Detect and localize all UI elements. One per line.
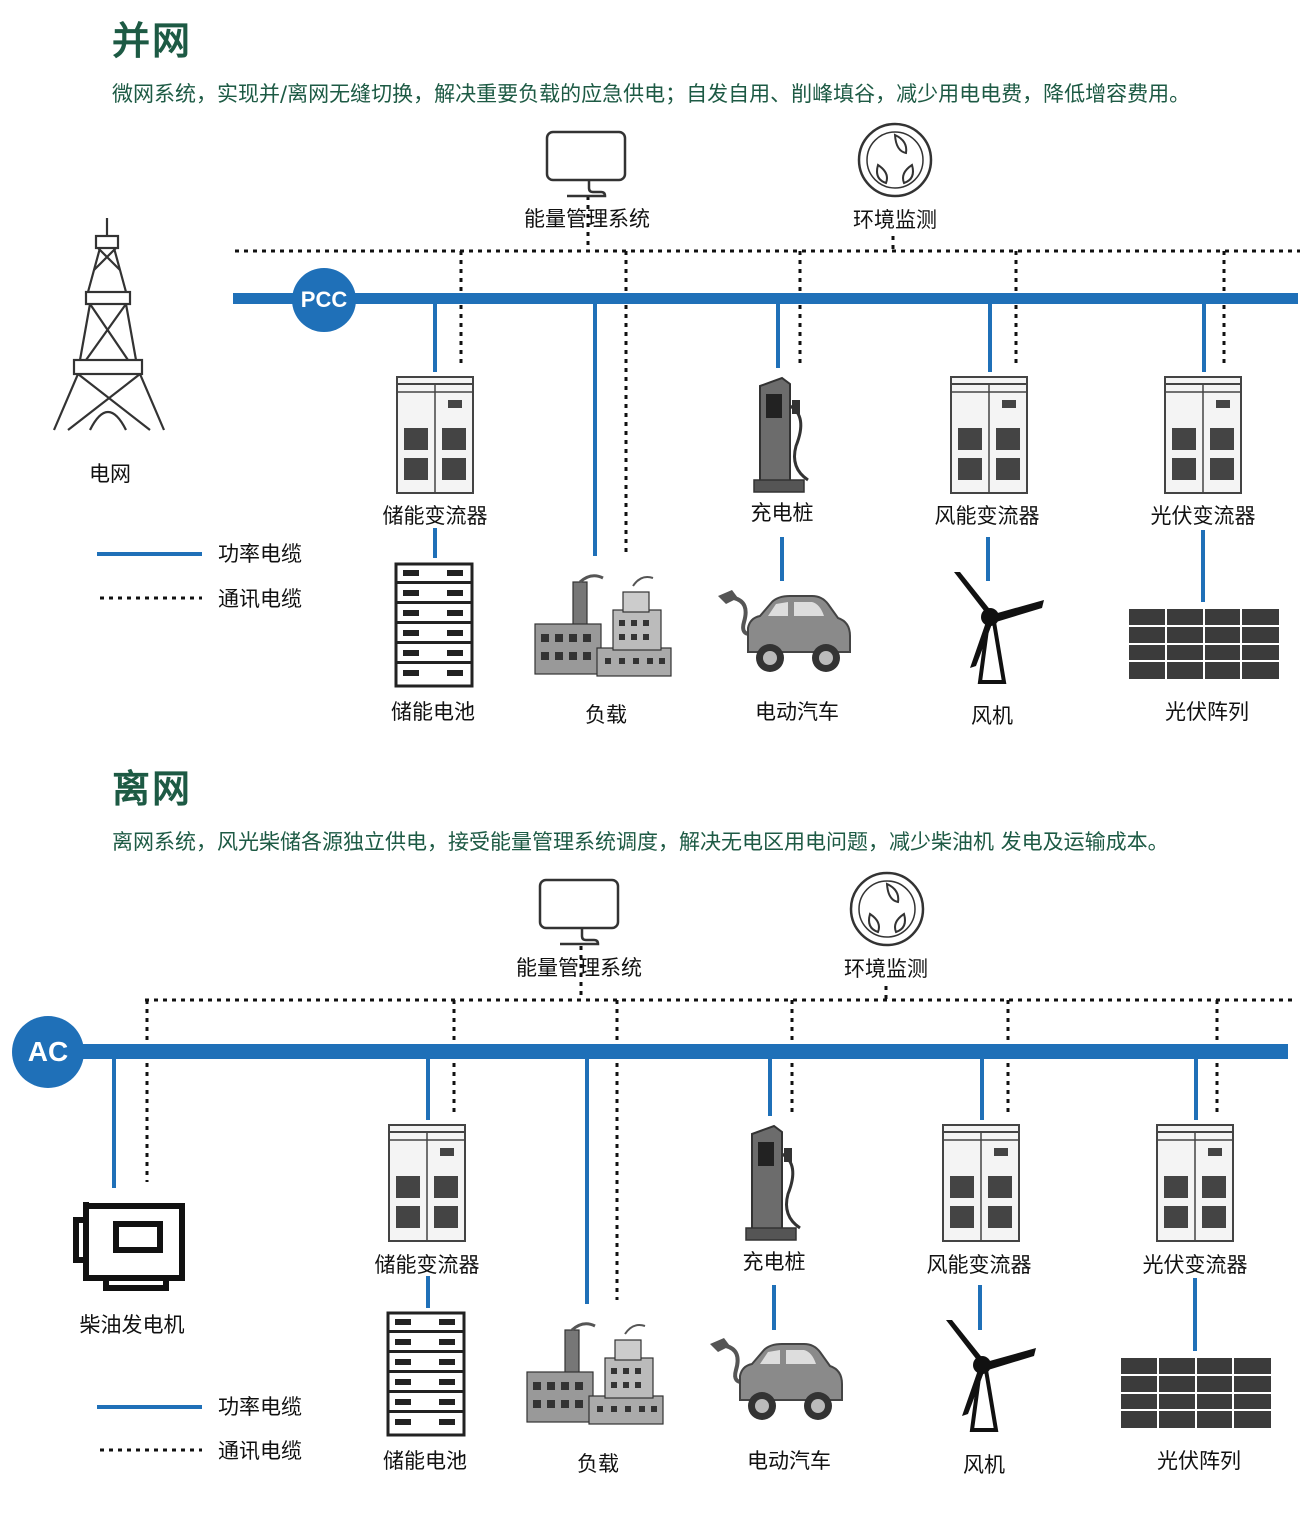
storage-pcs-icon [388, 1124, 466, 1242]
storage-pcs-icon [396, 376, 474, 494]
island-section-title: 离网 [112, 767, 193, 811]
grid-pv-array-label: 光伏阵列 [1165, 700, 1249, 724]
grid-pv-pcs-label: 光伏变流器 [1150, 504, 1256, 528]
grid-tower-label: 电网 [89, 462, 131, 486]
wind-turbine-icon [954, 572, 1044, 684]
pv-array-icon [1129, 609, 1279, 679]
grid-turbine-label: 风机 [971, 704, 1013, 728]
grid-ev-label: 电动汽车 [755, 700, 839, 724]
island-legend-comm: 通讯电缆 [218, 1439, 302, 1463]
electric-car-icon [710, 1338, 843, 1420]
island-load-label: 负载 [577, 1452, 619, 1476]
charging-pile-icon [745, 1124, 801, 1241]
island-ev-label: 电动汽车 [747, 1449, 831, 1473]
island-genset-label: 柴油发电机 [79, 1313, 185, 1337]
island-ems-label: 能量管理系统 [516, 956, 642, 980]
factory-icon [534, 574, 672, 677]
environment-icon [857, 122, 933, 198]
grid-legend-power: 功率电缆 [218, 542, 302, 566]
island-legend-power: 功率电缆 [218, 1395, 302, 1419]
grid-section-description: 微网系统，实现并/离网无缝切换，解决重要负载的应急供电；自发自用、削峰填谷，减少… [112, 82, 1191, 106]
wind-pcs-icon [950, 376, 1028, 494]
ac-badge: AC [12, 1016, 84, 1088]
battery-rack-icon [386, 1311, 466, 1437]
wind-turbine-icon [946, 1320, 1036, 1432]
diesel-generator-icon [73, 1202, 185, 1291]
environment-icon [849, 871, 925, 947]
island-wind-pcs-label: 风能变流器 [926, 1253, 1032, 1277]
grid-storage-pcs-label: 储能变流器 [382, 504, 488, 528]
monitor-icon [545, 130, 627, 198]
island-storage-pcs-label: 储能变流器 [374, 1253, 480, 1277]
grid-ems-label: 能量管理系统 [524, 207, 650, 231]
island-charger-label: 充电桩 [742, 1250, 806, 1274]
island-turbine-label: 风机 [963, 1453, 1005, 1477]
grid-battery-label: 储能电池 [391, 700, 475, 724]
island-env-label: 环境监测 [844, 957, 928, 981]
battery-rack-icon [394, 562, 474, 688]
power-tower-icon [52, 218, 166, 431]
pcc-badge: PCC [292, 268, 356, 332]
grid-wiring [97, 196, 1300, 602]
island-battery-label: 储能电池 [383, 1449, 467, 1473]
monitor-icon [538, 878, 620, 946]
grid-env-label: 环境监测 [853, 208, 937, 232]
wind-pcs-icon [942, 1124, 1020, 1242]
grid-legend-comm: 通讯电缆 [218, 587, 302, 611]
factory-icon [526, 1322, 664, 1425]
electric-car-icon [718, 590, 851, 672]
grid-charger-label: 充电桩 [750, 501, 814, 525]
grid-load-label: 负载 [585, 703, 627, 727]
grid-section-title: 并网 [112, 19, 193, 63]
pv-array-icon [1121, 1358, 1271, 1428]
pv-pcs-icon [1156, 1124, 1234, 1242]
island-section-description: 离网系统，风光柴储各源独立供电，接受能量管理系统调度，解决无电区用电问题，减少柴… [112, 830, 1169, 854]
pv-pcs-icon [1164, 376, 1242, 494]
charging-pile-icon [753, 376, 809, 493]
island-pv-pcs-label: 光伏变流器 [1142, 1253, 1248, 1277]
grid-wind-pcs-label: 风能变流器 [934, 504, 1040, 528]
island-pv-array-label: 光伏阵列 [1157, 1449, 1241, 1473]
island-wiring [80, 946, 1295, 1452]
